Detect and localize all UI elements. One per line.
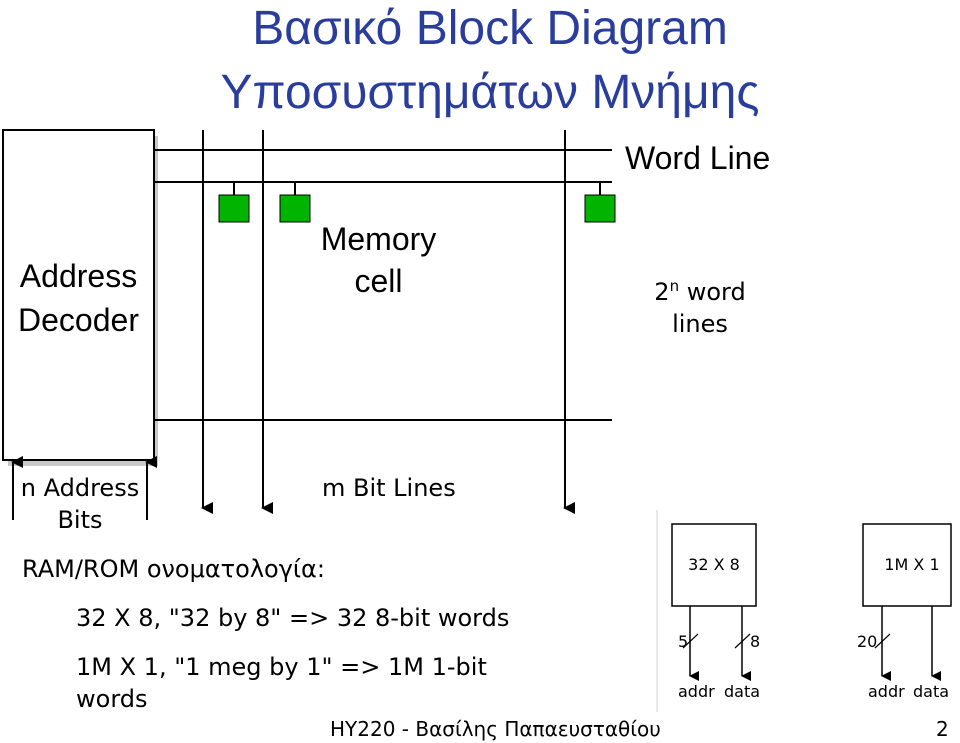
footer-course: HY220 - Βασίλης Παπαευσταθίου xyxy=(330,717,661,741)
chip1-data-slash xyxy=(734,633,751,649)
page-title-line1: Βασικό Block Diagram xyxy=(252,2,728,55)
word-lines-count-line2: lines xyxy=(672,310,728,338)
chip1-box xyxy=(671,523,757,607)
page-title-line2: Υποσυστημάτων Μνήμης xyxy=(220,66,760,119)
memory-cell-line1: Memory xyxy=(320,221,437,257)
chip2-label: 1M X 1 xyxy=(884,555,940,574)
footer-page-number: 2 xyxy=(936,717,949,741)
chip2-data-label: data xyxy=(913,682,950,701)
word-lines-count-label: 2n word lines xyxy=(630,270,770,340)
example-32x8: 32 X 8, "32 by 8" => 32 8-bit words xyxy=(76,604,510,632)
word-lines-exp: n xyxy=(669,277,680,295)
chip2-box xyxy=(862,523,952,607)
chip1-addr-label: addr xyxy=(678,682,715,701)
memory-cell-line2: cell xyxy=(354,263,403,299)
word-lines-count-line1: 2n word xyxy=(630,270,770,308)
word-lines-rest: word xyxy=(686,278,746,306)
address-bits-line1: n Address xyxy=(20,474,140,502)
memory-cell-3 xyxy=(584,194,616,223)
memory-cell-2 xyxy=(279,194,311,223)
chip1-addr-width: 5 xyxy=(678,632,689,651)
example-1mx1-line2: words xyxy=(76,685,148,713)
word-line-label: Word Line xyxy=(625,140,771,176)
bit-lines-label: m Bit Lines xyxy=(322,474,456,502)
address-decoder-line1: Address xyxy=(19,258,138,294)
memory-cell-1 xyxy=(218,194,250,223)
word-lines-base: 2 xyxy=(654,278,670,306)
chip2-addr-label: addr xyxy=(868,682,905,701)
address-bits-label: n Address Bits xyxy=(10,472,150,536)
chip2-addr-width: 20 xyxy=(857,632,878,651)
nomenclature-heading: RAM/ROM ονοματολογία: xyxy=(22,555,325,583)
memory-cell-label: Memory cell xyxy=(296,218,461,302)
chip1-data-width: 8 xyxy=(750,632,761,651)
example-1mx1-line1: 1M X 1, "1 meg by 1" => 1M 1-bit xyxy=(76,653,487,681)
address-decoder-label: Address Decoder xyxy=(3,254,154,342)
address-bits-line2: Bits xyxy=(57,506,103,534)
chip2-addr-slash xyxy=(874,633,891,649)
chip1-addr-slash xyxy=(682,633,699,649)
address-decoder-line2: Decoder xyxy=(18,302,139,338)
chip1-data-label: data xyxy=(724,682,761,701)
address-decoder-box xyxy=(2,129,155,461)
chip1-label: 32 X 8 xyxy=(688,555,740,574)
